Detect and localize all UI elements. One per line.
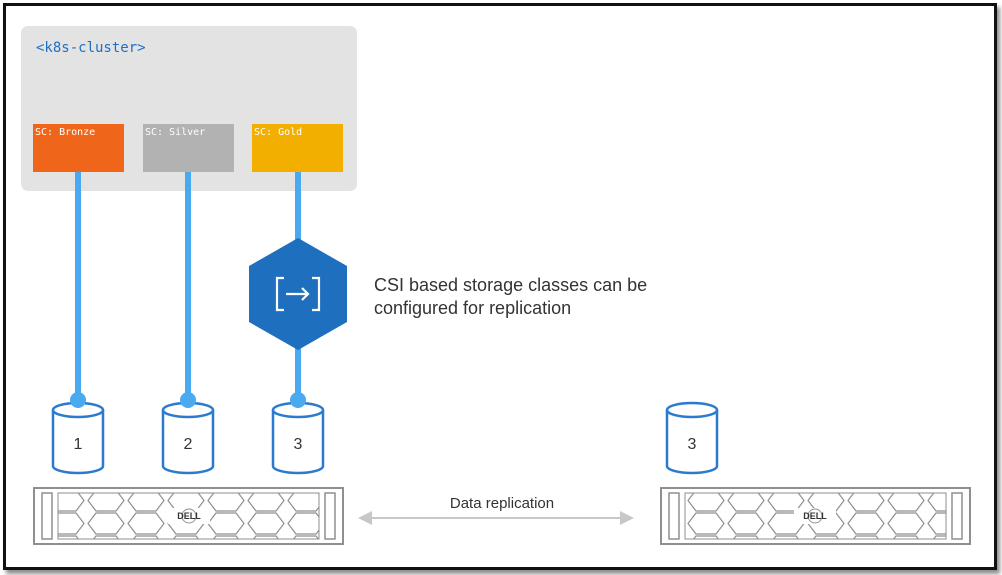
target-storage-array: DELL <box>660 487 971 545</box>
svg-text:SC: Silver: SC: Silver <box>145 127 205 138</box>
source-storage-array: DELL <box>33 487 344 545</box>
target-volume-3: 3 <box>665 401 719 475</box>
storage-class-gold: SC: Gold <box>252 124 343 172</box>
dell-logo: DELL <box>803 511 827 521</box>
replication-arrow <box>358 511 634 525</box>
volume-2: 2 <box>161 401 215 475</box>
diagram-canvas: <k8s-cluster> SC: Bronze SC: Silver SC: … <box>21 26 971 545</box>
diagram-frame: <k8s-cluster> SC: Bronze SC: Silver SC: … <box>3 3 997 570</box>
replication-label: Data replication <box>450 495 554 512</box>
dot-volume-3 <box>290 392 306 408</box>
callout-text: CSI based storage classes can be configu… <box>374 275 652 318</box>
svg-text:SC: Bronze: SC: Bronze <box>35 127 95 138</box>
storage-class-bronze: SC: Bronze <box>33 124 124 172</box>
dot-volume-2 <box>180 392 196 408</box>
volume-3: 3 <box>271 401 325 475</box>
replication-icon <box>249 238 347 350</box>
svg-text:2: 2 <box>184 436 193 453</box>
dot-volume-1 <box>70 392 86 408</box>
dell-logo: DELL <box>177 511 201 521</box>
svg-text:3: 3 <box>688 436 697 453</box>
storage-class-silver: SC: Silver <box>143 124 234 172</box>
cluster-label: <k8s-cluster> <box>36 40 146 56</box>
connection-dots <box>70 392 306 408</box>
svg-text:1: 1 <box>74 436 83 453</box>
volume-1: 1 <box>51 401 105 475</box>
svg-text:3: 3 <box>294 436 303 453</box>
svg-text:SC: Gold: SC: Gold <box>254 127 302 138</box>
